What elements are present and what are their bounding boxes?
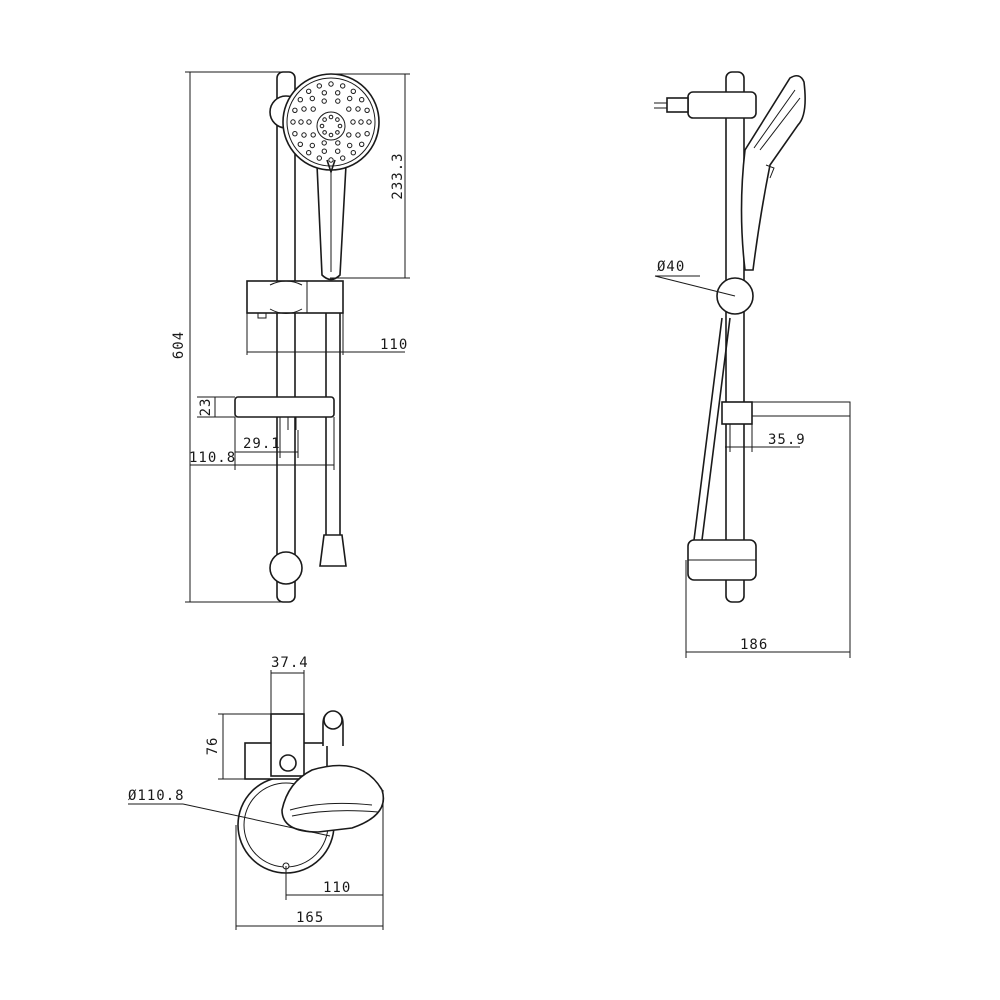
nozzle (347, 95, 353, 102)
shower-head (282, 73, 380, 171)
dim-29: 29.1 (243, 436, 281, 452)
nozzle (350, 119, 356, 125)
dim-76: 76 (205, 737, 221, 756)
dim-35-9: 35.9 (768, 432, 806, 448)
nozzle (322, 130, 327, 135)
nozzle (309, 95, 315, 102)
nozzle (301, 106, 307, 112)
nozzle (340, 155, 346, 161)
nozzle (328, 132, 334, 138)
nozzle (355, 106, 361, 112)
nozzle (321, 148, 327, 154)
dim-dia-40: Ø40 (657, 259, 685, 275)
nozzle (337, 123, 343, 129)
dim-dia-110-8: Ø110.8 (128, 788, 185, 804)
dim-186: 186 (740, 637, 768, 653)
nozzle (316, 83, 322, 89)
nozzle (290, 119, 296, 125)
nozzle (366, 119, 372, 125)
dim-110-top: 110 (323, 880, 351, 896)
nozzle (359, 97, 365, 103)
nozzle (306, 119, 312, 125)
top-view: 37.4 76 Ø110.8 110 165 (128, 655, 385, 930)
nozzle (350, 150, 356, 156)
nozzle (301, 132, 307, 138)
nozzle (335, 148, 341, 154)
nozzle (322, 117, 327, 122)
dim-110-front: 110 (380, 337, 408, 353)
dim-165: 165 (296, 910, 324, 926)
side-hose (693, 317, 731, 541)
nozzle (364, 107, 370, 114)
nozzle (297, 141, 303, 148)
dim-233: 233.3 (390, 152, 406, 199)
nozzle (359, 141, 365, 148)
spray-selector (326, 159, 336, 175)
nozzle (346, 106, 352, 112)
front-view: 604 233.3 110 23 29.1 110.8 (171, 71, 410, 603)
nozzle (309, 142, 315, 149)
hose-connector (319, 534, 347, 567)
side-soap-dish (721, 401, 753, 425)
nozzle (306, 88, 312, 95)
side-handset (740, 74, 806, 271)
nozzle (321, 90, 327, 96)
nozzle (355, 132, 361, 138)
side-view: Ø40 35.9 186 (654, 71, 851, 658)
nozzle (346, 132, 352, 138)
dim-37-4: 37.4 (271, 655, 309, 671)
nozzle (321, 140, 327, 146)
soap-dish (234, 396, 335, 418)
nozzle (328, 157, 334, 163)
nozzle (335, 117, 340, 122)
nozzle (364, 131, 370, 137)
nozzle (335, 98, 341, 104)
nozzle (316, 155, 322, 161)
nozzle (310, 132, 316, 138)
side-top-bracket (687, 91, 757, 119)
spray-nozzles (290, 81, 372, 163)
nozzle (335, 140, 341, 146)
nozzle (340, 83, 346, 89)
top-shower-head (281, 764, 385, 833)
nozzle (306, 150, 312, 156)
nozzle (335, 130, 340, 135)
nozzle (310, 106, 316, 112)
nozzle (319, 123, 325, 129)
nozzle (335, 90, 341, 96)
slider (246, 280, 344, 314)
nozzle (298, 119, 304, 125)
nozzle (358, 119, 364, 125)
nozzle (297, 97, 303, 103)
nozzle (350, 88, 356, 95)
bottom-wall-bracket (269, 551, 303, 585)
nozzle (292, 131, 298, 137)
dim-604: 604 (171, 331, 187, 359)
nozzle (347, 142, 353, 149)
nozzle (328, 114, 334, 120)
nozzle (328, 81, 334, 87)
nozzle (292, 107, 298, 114)
rail (276, 71, 296, 603)
side-rail (725, 71, 745, 603)
dim-23: 23 (198, 398, 214, 417)
nozzle (321, 98, 327, 104)
dim-110-8-front: 110.8 (189, 450, 236, 466)
